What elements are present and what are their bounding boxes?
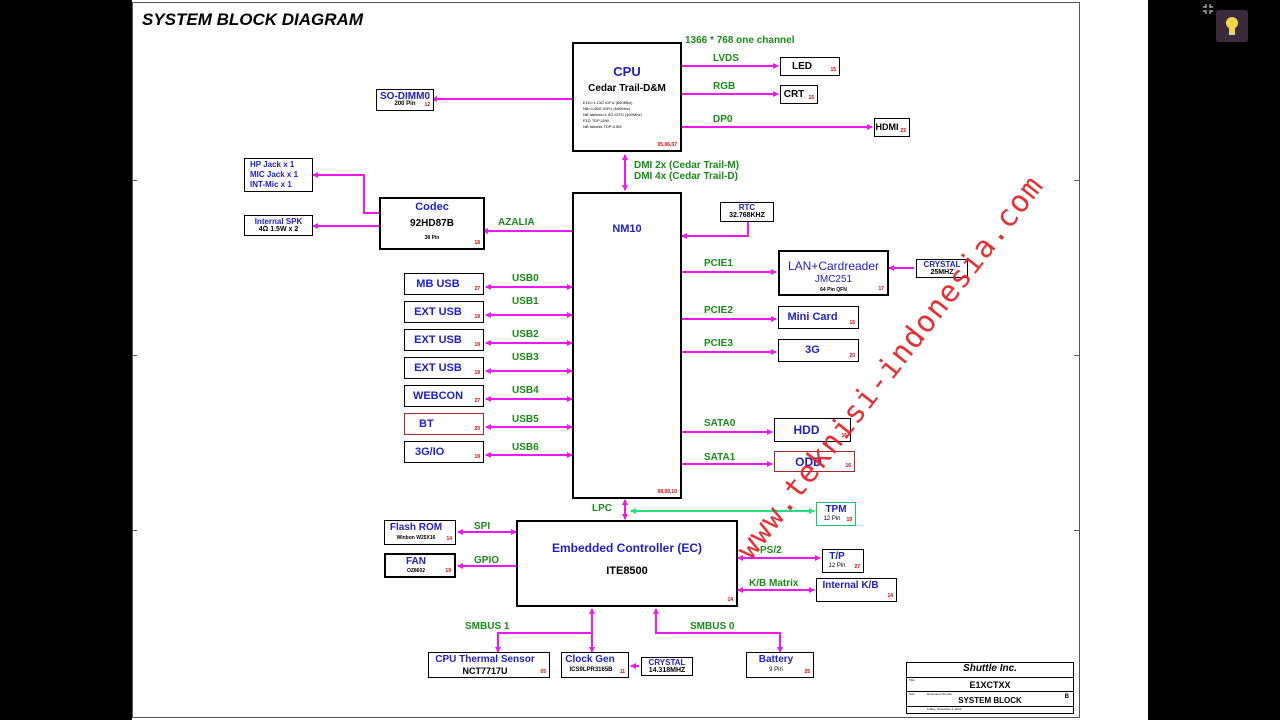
- battery-block: Battery 9 Pin 25: [746, 652, 814, 678]
- audio-jacks-block: HP Jack x 1 MIC Jack x 1 INT-Mic x 1: [244, 158, 313, 192]
- bus-usb5: USB5: [512, 414, 539, 425]
- fan-block: FAN OZ8602 19: [384, 553, 456, 578]
- clock-gen-block: Clock Gen ICS9LPR3165B 11: [561, 652, 629, 678]
- minicard-block: Mini Card 16: [778, 306, 859, 329]
- wire-layer: [312, 63, 914, 669]
- sheet-frame: [132, 2, 1080, 718]
- bus-lvds: LVDS: [713, 53, 739, 64]
- bus-pcie2: PCIE2: [704, 305, 733, 316]
- nm10-block: NM10 08,09,10: [572, 192, 682, 499]
- bus-ps2: PS/2: [760, 545, 782, 556]
- bus-usb3: USB3: [512, 352, 539, 363]
- lan-block: LAN+Cardreader JMC251 64 Pin QFN 17: [778, 250, 889, 296]
- dmi-label: DMI 2x (Cedar Trail-M): [634, 160, 740, 171]
- bus-pcie1: PCIE1: [704, 258, 733, 269]
- hdmi-block: HDMI 22: [874, 118, 910, 137]
- bus-gpio: GPIO: [474, 555, 500, 566]
- touchpad-block: T/P 12 Pin 27: [822, 549, 864, 573]
- crt-block: CRT 15: [780, 85, 818, 104]
- usb-device-block: EXT USB 19: [404, 329, 484, 351]
- codec-block: Codec 92HD87B 38 Pin 18: [379, 197, 485, 250]
- odd-block: ODD 16: [774, 451, 855, 472]
- cpu-note: E1D TDP:10W: [583, 118, 610, 123]
- bus-usb0: USB0: [512, 273, 539, 284]
- title-block: Shuttle Inc. Title E1XCTXX Size Document…: [906, 662, 1074, 714]
- bus-smbus0: SMBUS 0: [690, 621, 735, 632]
- usb-device-block: 3G/IO 19: [404, 441, 484, 463]
- schematic-sheet: SYSTEM BLOCK DIAGRAM: [132, 0, 1148, 720]
- lan-crystal-block: CRYSTAL 25MHZ: [916, 259, 968, 278]
- collapse-icon[interactable]: [1201, 3, 1215, 17]
- bus-usb1: USB1: [512, 296, 539, 307]
- usb-device-block: BT 20: [404, 413, 484, 435]
- display-note: 1366 * 768 one channel: [685, 35, 795, 46]
- ec-block: Embedded Controller (EC) ITE8500 14: [516, 520, 738, 607]
- cpu-note: E1D>1.13G iGFU (640Mhz): [583, 100, 633, 105]
- bus-sata1: SATA1: [704, 452, 736, 463]
- clock-crystal-block: CRYSTAL 14.318MHZ: [641, 657, 693, 676]
- rtc-block: RTC 32.768KHZ: [720, 202, 774, 222]
- hdd-block: HDD 16: [774, 418, 851, 442]
- cpu-block: CPU Cedar Trail-D&M E1D>1.13G iGFU (640M…: [572, 42, 682, 152]
- cpu-note: NB>1.86G iGFU (640Mhz): [583, 106, 631, 111]
- sodimm-block: SO-DIMM0 200 Pin 12: [376, 89, 434, 111]
- speaker-block: Internal SPK 4Ω 1.5W x 2: [244, 215, 313, 236]
- bus-kb-matrix: K/B Matrix: [749, 578, 799, 589]
- usb-device-block: MB USB 27: [404, 273, 484, 295]
- cpu-note: NB fanless TDP:3.5W: [583, 124, 622, 129]
- tpm-block: TPM 12 Pin 19: [816, 502, 856, 526]
- threeg-block: 3G 20: [778, 339, 859, 362]
- cpu-note: NB fanless>1.5G iGFU (400Mhz): [583, 112, 642, 117]
- usb-device-block: WEBCON 27: [404, 385, 484, 407]
- bus-pcie3: PCIE3: [704, 338, 733, 349]
- usb-device-block: EXT USB 19: [404, 357, 484, 379]
- usb-device-block: EXT USB 19: [404, 301, 484, 323]
- bus-sata0: SATA0: [704, 418, 736, 429]
- bus-azalia: AZALIA: [498, 217, 535, 228]
- keyboard-block: Internal K/B 14: [816, 578, 897, 602]
- bus-spi: SPI: [474, 521, 491, 532]
- bus-usb4: USB4: [512, 385, 539, 396]
- led-block: LED 15: [780, 57, 840, 76]
- bus-usb6: USB6: [512, 442, 539, 453]
- lightbulb-icon[interactable]: [1216, 10, 1248, 42]
- bus-usb2: USB2: [512, 329, 539, 340]
- flash-rom-block: Flash ROM Winbon W25X16 14: [384, 520, 456, 545]
- bus-smbus1: SMBUS 1: [465, 621, 510, 632]
- dmi-label: DMI 4x (Cedar Trail-D): [634, 171, 738, 182]
- bus-lpc: LPC: [592, 503, 612, 514]
- diagram-title: SYSTEM BLOCK DIAGRAM: [142, 10, 363, 29]
- thermal-sensor-block: CPU Thermal Sensor NCT7717U 05: [428, 652, 550, 678]
- bus-rgb: RGB: [713, 81, 736, 92]
- bus-dp0: DP0: [713, 114, 733, 125]
